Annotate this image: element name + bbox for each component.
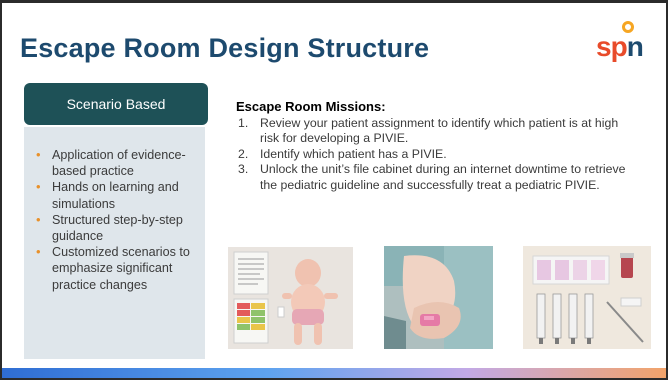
mission-item: 3. Unlock the unit’s file cabinet during … bbox=[236, 162, 636, 193]
logo-letter-s: s bbox=[596, 31, 612, 62]
mission-number: 2. bbox=[238, 146, 249, 161]
feature-text: Customized scenarios to emphasize signif… bbox=[52, 245, 190, 292]
supplies-illustration bbox=[523, 246, 651, 349]
slide-title: Escape Room Design Structure bbox=[20, 33, 430, 63]
mission-text: Unlock the unit’s file cabinet during an… bbox=[260, 162, 626, 192]
missions-list: 1. Review your patient assignment to iden… bbox=[236, 116, 636, 193]
mannequin-photo bbox=[228, 247, 353, 349]
mannequin-photo-illustration bbox=[228, 247, 353, 349]
feature-item: • Application of evidence-based practice bbox=[36, 147, 197, 179]
mission-item: 2. Identify which patient has a PIVIE. bbox=[236, 147, 636, 162]
bullet-icon: • bbox=[36, 211, 41, 227]
missions-section: Escape Room Missions: 1. Review your pati… bbox=[236, 99, 636, 193]
feature-item: • Structured step-by-step guidance bbox=[36, 212, 197, 244]
logo-wordmark: spn bbox=[596, 31, 644, 62]
mission-number: 1. bbox=[238, 116, 249, 130]
mission-text: Review your patient assignment to identi… bbox=[260, 116, 619, 146]
pivie-foot-illustration bbox=[384, 246, 493, 349]
features-panel: •Application of evidence-based practice … bbox=[24, 127, 205, 359]
scenario-based-label: Scenario Based bbox=[24, 83, 208, 125]
feature-text: Structured step-by-step guidance bbox=[52, 212, 183, 244]
bottom-accent-bar bbox=[2, 368, 666, 378]
feature-item: • Hands on learning and simulations bbox=[36, 179, 197, 211]
features-list: •Application of evidence-based practice … bbox=[36, 147, 197, 293]
missions-heading: Escape Room Missions: bbox=[236, 99, 386, 114]
logo-head-icon bbox=[622, 21, 634, 33]
feature-item: • Customized scenarios to emphasize signi… bbox=[36, 244, 197, 293]
bullet-icon: • bbox=[36, 244, 41, 260]
spn-logo: spn bbox=[596, 21, 656, 71]
feature-text: Hands on learning and simulations bbox=[52, 180, 179, 211]
mission-text: Identify which patient has a PIVIE. bbox=[260, 146, 447, 161]
feature-text: Application of evidence-based practice bbox=[52, 148, 186, 179]
mission-number: 3. bbox=[238, 162, 249, 177]
mission-item: 1. Review your patient assignment to iden… bbox=[236, 116, 636, 147]
logo-letter-n: n bbox=[626, 31, 644, 62]
bullet-icon: • bbox=[36, 147, 41, 162]
supplies-photo bbox=[523, 246, 651, 349]
pivie-foot-photo bbox=[384, 246, 493, 349]
logo-letter-p: p bbox=[610, 31, 628, 62]
bullet-icon: • bbox=[36, 179, 41, 195]
